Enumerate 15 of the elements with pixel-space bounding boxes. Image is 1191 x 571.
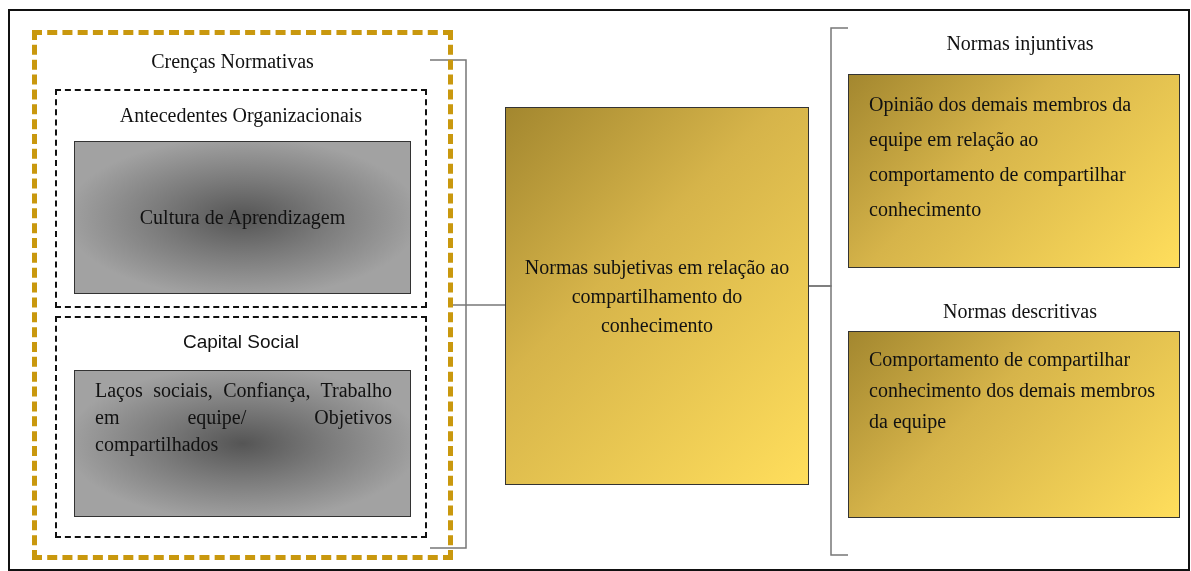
dashed-group-box [55,89,427,308]
concept-box: Laços sociais, Confiança, Trabalho em equipe/ Objetivos compartilhados [74,370,411,517]
group-heading: Crenças Normativas [150,49,315,73]
concept-box: Cultura de Aprendizagem [74,141,411,294]
central-concept-box: Normas subjetivas em relação ao compartilhamento do conhecimento [505,107,809,485]
connector-line [808,285,849,556]
group-heading: Normas descritivas [942,299,1098,323]
dashed-group-box [55,316,427,538]
group-heading: Antecedentes Organizacionais [118,103,364,127]
dashed-group-box [32,30,453,560]
group-heading: Capital Social [181,330,301,354]
group-heading: Normas injuntivas [945,31,1095,55]
description-box: Comportamento de compartilhar conhecimento dos demais membros da equipe [848,331,1180,518]
description-box: Opinião dos demais membros da equipe em relação ao comportamento de compartilhar conhecimento [848,74,1180,268]
connector-line [452,304,506,306]
